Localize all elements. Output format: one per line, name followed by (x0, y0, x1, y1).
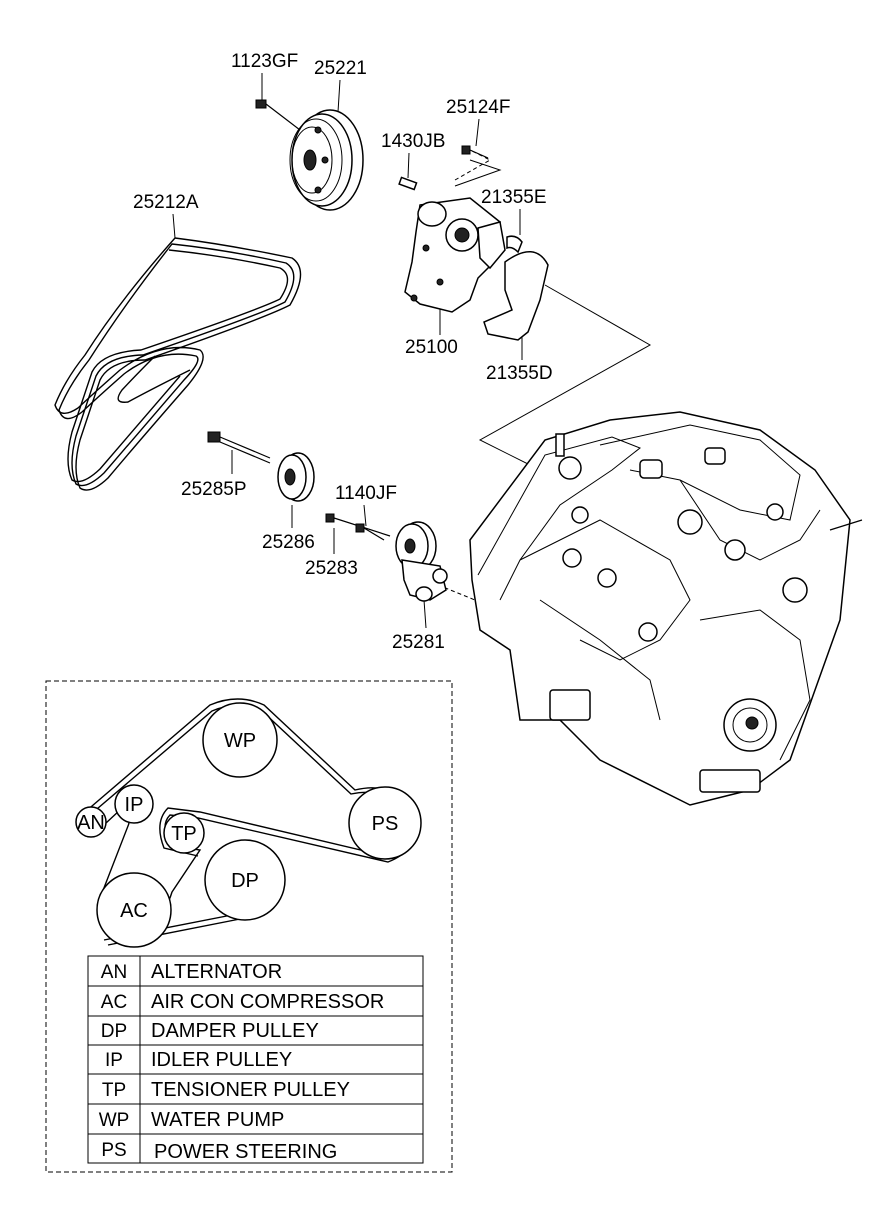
gasket-21355E (506, 235, 523, 254)
legend-name: AIR CON COMPRESSOR (151, 991, 384, 1013)
bolt-1123GF (255, 99, 301, 131)
legend-name: DAMPER PULLEY (151, 1020, 319, 1042)
pulley-dp-label: DP (231, 870, 259, 892)
label-1123GF: 1123GF (231, 51, 298, 72)
legend-table: AN ALTERNATOR AC AIR CON COMPRESSOR DP D… (87, 955, 424, 1164)
bolt-25285P (207, 431, 271, 464)
legend-code: AN (101, 962, 127, 983)
leader-lines (172, 73, 652, 629)
water-pump-25100 (404, 197, 506, 313)
pulley-ac: AC (96, 872, 172, 948)
label-1430JB: 1430JB (381, 131, 445, 152)
pulley-ac-label: AC (120, 900, 148, 922)
pulley-dp: DP (204, 839, 286, 921)
pulley-ps: PS (348, 786, 422, 860)
legend-code: IP (105, 1050, 123, 1071)
pulley-tp: TP (163, 812, 205, 854)
label-21355D: 21355D (486, 363, 553, 384)
pulley-wp-label: WP (224, 730, 256, 752)
label-21355E: 21355E (481, 187, 547, 208)
bolt-1140JF (355, 523, 385, 541)
pulley-an: AN (75, 806, 107, 838)
legend-code: DP (101, 1021, 127, 1042)
pulley-tp-label: TP (171, 823, 197, 845)
label-1140JF: 1140JF (335, 483, 397, 504)
label-25283: 25283 (305, 558, 358, 579)
label-25124F: 25124F (446, 97, 510, 118)
serpentine-belt-25212A (54, 237, 302, 491)
legend-code: AC (101, 992, 127, 1013)
label-25212A: 25212A (133, 192, 199, 213)
crank-pulley-25221 (289, 109, 364, 211)
pulley-ip-label: IP (125, 794, 144, 816)
tensioner-25281 (395, 521, 448, 602)
pulley-an-label: AN (77, 812, 105, 834)
bolt-25124F (461, 145, 489, 159)
label-25221: 25221 (314, 58, 367, 79)
legend-name: WATER PUMP (151, 1109, 284, 1131)
pin-1430JB (398, 176, 418, 191)
legend-code: TP (102, 1080, 126, 1101)
label-25281: 25281 (392, 632, 445, 653)
legend-name: POWER STEERING (154, 1141, 337, 1163)
legend-name: IDLER PULLEY (151, 1049, 292, 1071)
idler-pulley-25286 (277, 452, 315, 502)
legend-name: ALTERNATOR (151, 961, 282, 983)
routing-detail-box (45, 680, 453, 1173)
legend-code: PS (101, 1140, 126, 1161)
engine-block (469, 411, 863, 806)
label-25286: 25286 (262, 532, 315, 553)
pulley-wp: WP (202, 702, 278, 778)
label-25285P: 25285P (181, 479, 247, 500)
label-25100: 25100 (405, 337, 458, 358)
pulley-ps-label: PS (372, 813, 399, 835)
legend-code: WP (99, 1110, 130, 1131)
gasket-21355D (483, 251, 549, 341)
pulley-ip: IP (114, 784, 154, 824)
legend-name: TENSIONER PULLEY (151, 1079, 350, 1101)
